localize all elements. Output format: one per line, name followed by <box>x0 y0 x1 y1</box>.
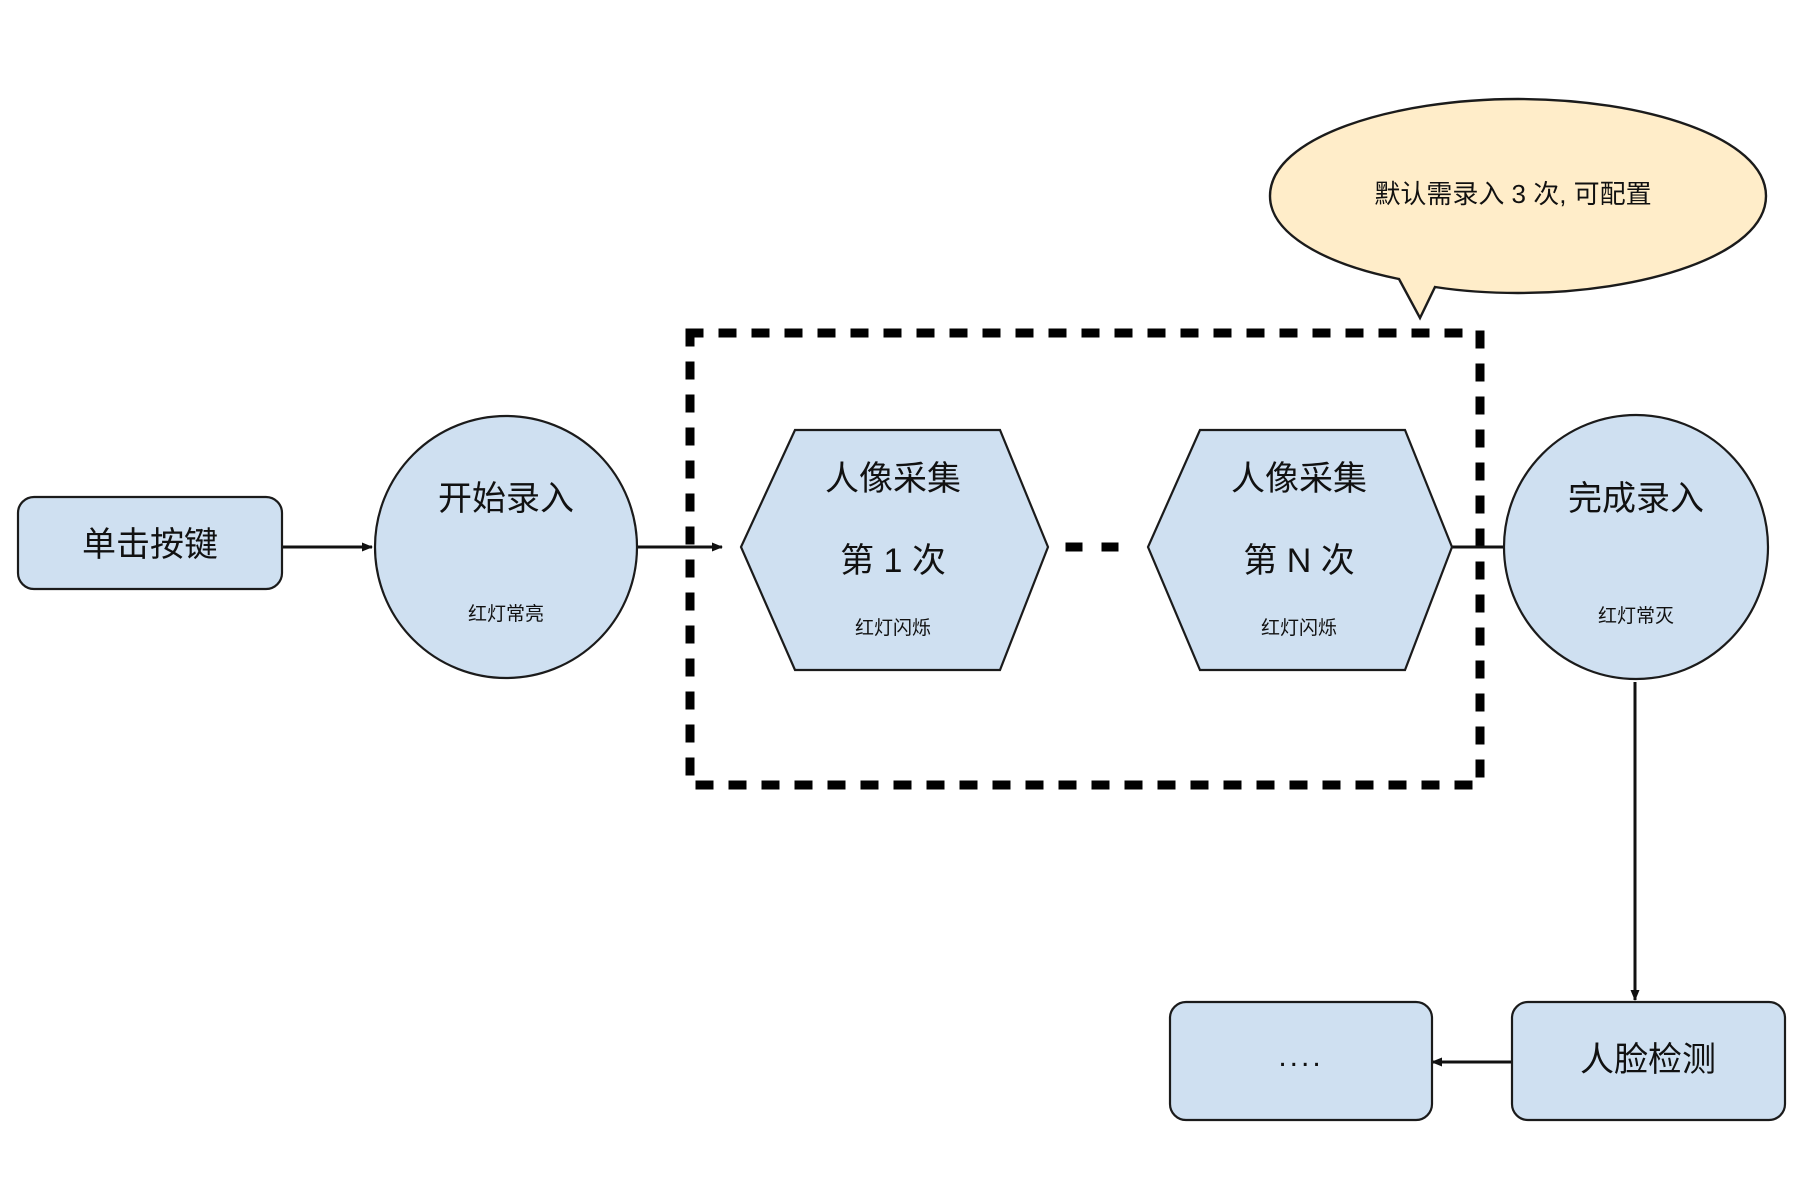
node-finish-enroll-label: 完成录入 <box>1568 480 1704 518</box>
node-press-key-label: 单击按键 <box>82 526 218 564</box>
callout-text: 默认需录入 3 次, 可配置 <box>1374 179 1651 209</box>
node-capture-nth-label-line2: 第 N 次 <box>1243 542 1354 580</box>
node-finish-enroll-sublabel: 红灯常灭 <box>1598 605 1674 627</box>
node-start-enroll-label: 开始录入 <box>438 480 574 518</box>
node-capture-first-label: 人像采集 <box>825 460 961 498</box>
node-more-steps-label: .... <box>1278 1040 1323 1073</box>
node-capture-first[interactable]: 人像采集 第 1 次 红灯闪烁 <box>739 428 1050 672</box>
node-face-detect-label: 人脸检测 <box>1580 1041 1716 1079</box>
node-more-steps[interactable]: .... <box>1168 1000 1434 1122</box>
node-capture-nth-label: 人像采集 <box>1231 460 1367 498</box>
node-capture-first-sublabel: 红灯闪烁 <box>855 617 931 639</box>
node-finish-enroll[interactable]: 完成录入 红灯常灭 <box>1502 413 1770 681</box>
capture-loop-group-border <box>685 328 1485 790</box>
node-capture-first-label-line2: 第 1 次 <box>840 542 946 580</box>
node-press-key[interactable]: 单击按键 <box>16 495 284 591</box>
node-face-detect[interactable]: 人脸检测 <box>1510 1000 1787 1122</box>
callout-default-enroll-count[interactable]: 默认需录入 3 次, 可配置 <box>1268 97 1768 321</box>
node-start-enroll-sublabel: 红灯常亮 <box>468 603 544 625</box>
node-start-enroll[interactable]: 开始录入 红灯常亮 <box>373 414 639 680</box>
node-capture-nth[interactable]: 人像采集 第 N 次 红灯闪烁 <box>1146 428 1454 672</box>
node-capture-nth-sublabel: 红灯闪烁 <box>1261 617 1337 639</box>
